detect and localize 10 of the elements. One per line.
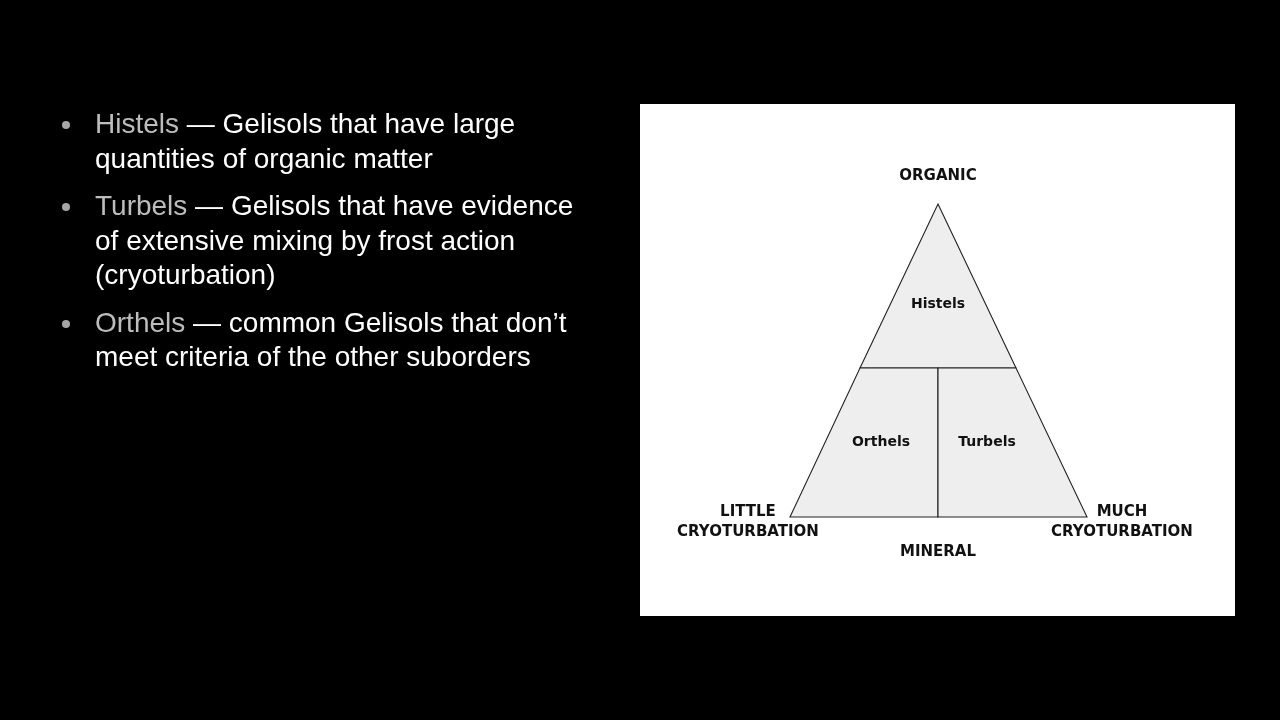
corner-label: LITTLE CRYOTURBATION xyxy=(676,501,820,541)
bullet-text: Turbels — Gelisols that have evidence of extensive mixing by frost action (cryoturbation) xyxy=(95,189,575,292)
region-label: Orthels xyxy=(851,432,911,450)
region-label: Turbels xyxy=(958,432,1016,450)
region-label: Histels xyxy=(910,294,966,312)
corner-label: ORGANIC xyxy=(899,165,977,185)
bullet-text: Orthels — common Gelisols that don’t meet criteria of the other suborders xyxy=(95,305,568,374)
corner-label: MINERAL xyxy=(900,541,976,561)
bullet-text: Histels — Gelisols that have large quantities of organic matter xyxy=(95,107,517,176)
corner-label: MUCH CRYOTURBATION xyxy=(1050,501,1194,541)
